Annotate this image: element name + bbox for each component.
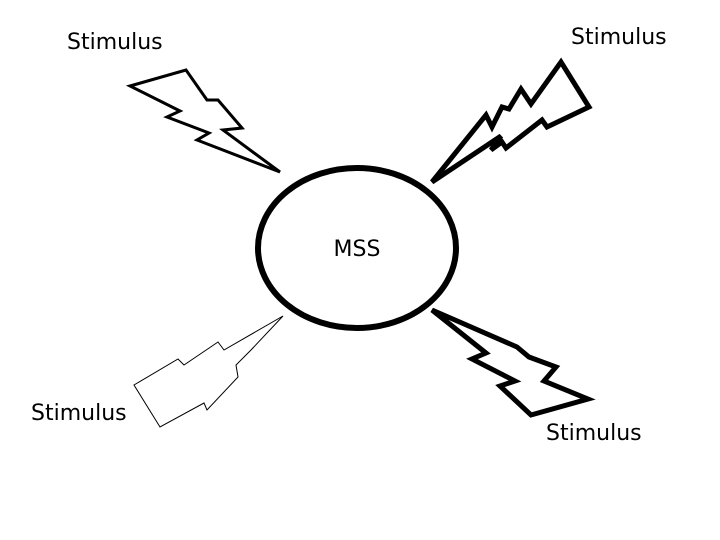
mss-circle <box>255 165 459 331</box>
stimulus-label-bottom-left: Stimulus <box>31 401 127 426</box>
stimulus-label-bottom-right: Stimulus <box>546 421 642 446</box>
lightning-bolt-icon-top-left <box>125 68 281 174</box>
stimulus-label-top-right: Stimulus <box>571 25 667 50</box>
lightning-bolt-icon-top-right <box>430 57 593 185</box>
lightning-bolt-icon-bottom-right <box>430 307 596 418</box>
lightning-bolt-icon-bottom-left <box>133 315 284 428</box>
stimulus-label-top-left: Stimulus <box>67 30 163 55</box>
mss-label: MSS <box>334 237 381 262</box>
